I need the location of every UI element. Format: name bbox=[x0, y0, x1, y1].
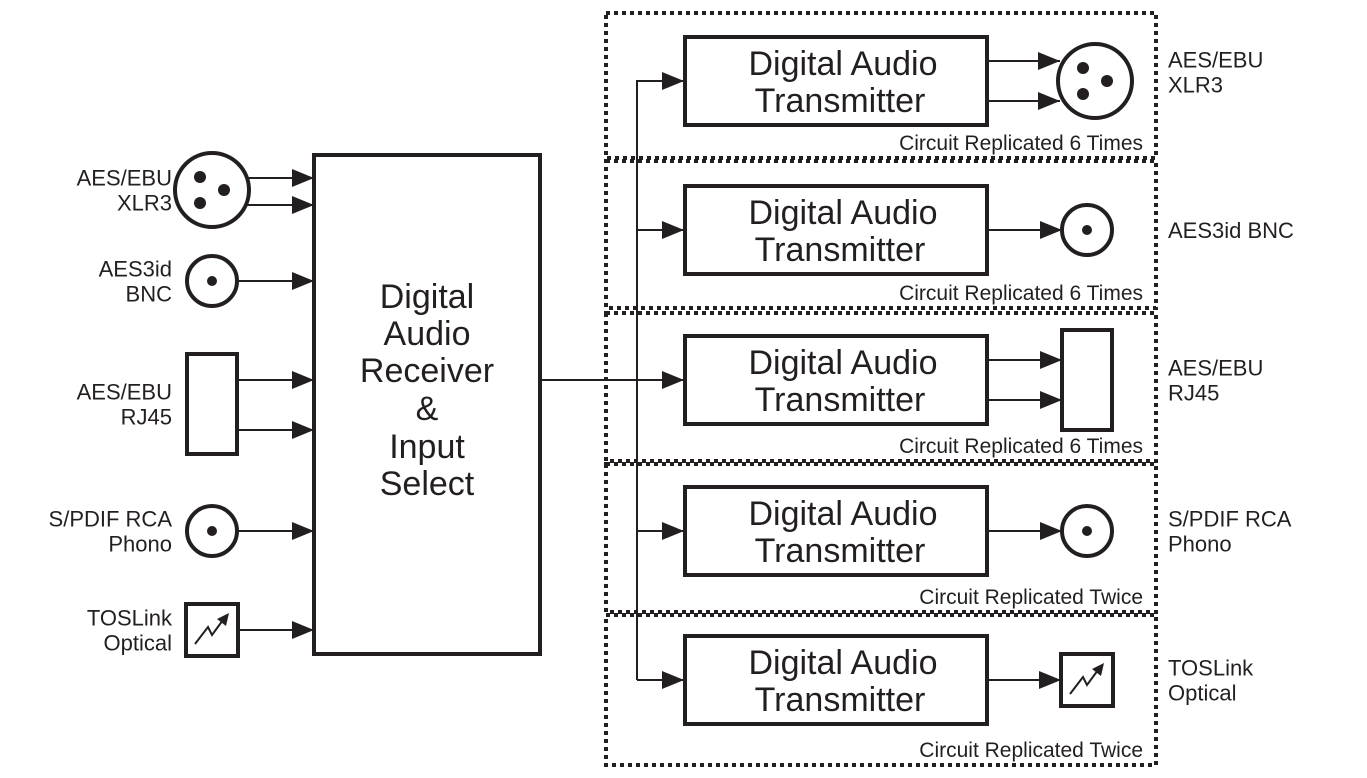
transmitter-line: Transmitter bbox=[755, 82, 926, 120]
output-label: XLR3 bbox=[1168, 73, 1223, 98]
receiver-line: Audio bbox=[384, 315, 471, 353]
output-label: Phono bbox=[1168, 532, 1232, 557]
transmitter-line: Transmitter bbox=[755, 681, 926, 719]
transmitter-line: Transmitter bbox=[755, 381, 926, 419]
receiver-line: Select bbox=[380, 465, 475, 503]
input-label: AES/EBU bbox=[77, 380, 172, 405]
receiver-line: Receiver bbox=[360, 352, 494, 390]
input-label: BNC bbox=[126, 282, 173, 307]
transmitter-line: Digital Audio bbox=[748, 45, 937, 83]
transmitter-line: Transmitter bbox=[755, 532, 926, 570]
rj45-connector-icon bbox=[1060, 328, 1114, 432]
transmitter-line: Digital Audio bbox=[748, 644, 937, 682]
replication-boundary bbox=[604, 311, 1158, 463]
transmitter-line: Digital Audio bbox=[748, 194, 937, 232]
input-label: Optical bbox=[104, 631, 172, 656]
receiver-block: Digital Audio Receiver & Input Select bbox=[312, 153, 542, 656]
input-label: RJ45 bbox=[121, 405, 172, 430]
replication-boundary bbox=[604, 159, 1158, 310]
replication-boundary bbox=[604, 613, 1158, 767]
transmitter-line: Digital Audio bbox=[748, 495, 937, 533]
input-label: XLR3 bbox=[117, 191, 172, 216]
xlr3-connector-icon bbox=[1056, 42, 1134, 120]
replication-caption: Circuit Replicated 6 Times bbox=[899, 132, 1143, 155]
input-label: AES/EBU bbox=[77, 166, 172, 191]
transmitter-line: Digital Audio bbox=[748, 344, 937, 382]
xlr3-connector-icon bbox=[173, 151, 251, 229]
output-label: AES/EBU bbox=[1168, 356, 1263, 381]
replication-caption: Circuit Replicated Twice bbox=[919, 739, 1143, 762]
input-label: S/PDIF RCA bbox=[49, 507, 173, 532]
bnc-connector-icon bbox=[185, 254, 239, 308]
input-label: AES3id bbox=[99, 257, 172, 282]
output-label: RJ45 bbox=[1168, 381, 1219, 406]
toslink-connector-icon bbox=[184, 602, 240, 658]
replication-caption: Circuit Replicated 6 Times bbox=[899, 435, 1143, 458]
output-label: S/PDIF RCA bbox=[1168, 507, 1292, 532]
output-label: TOSLink bbox=[1168, 656, 1254, 681]
rca-connector-icon bbox=[1060, 504, 1114, 558]
input-label: TOSLink bbox=[87, 606, 173, 631]
receiver-line: Input bbox=[389, 428, 465, 466]
replication-caption: Circuit Replicated Twice bbox=[919, 586, 1143, 609]
rca-connector-icon bbox=[185, 504, 239, 558]
transmitter-line: Transmitter bbox=[755, 231, 926, 269]
bnc-connector-icon bbox=[1060, 203, 1114, 257]
output-label: AES/EBU bbox=[1168, 48, 1263, 73]
output-label: AES3id BNC bbox=[1168, 218, 1294, 243]
receiver-line: Digital bbox=[380, 278, 474, 316]
input-label: Phono bbox=[108, 532, 172, 557]
toslink-connector-icon bbox=[1059, 652, 1115, 708]
replication-caption: Circuit Replicated 6 Times bbox=[899, 282, 1143, 305]
output-label: Optical bbox=[1168, 681, 1236, 706]
rj45-connector-icon bbox=[185, 352, 239, 456]
receiver-line: & bbox=[416, 390, 439, 428]
replication-boundary bbox=[604, 11, 1158, 160]
replication-boundary bbox=[604, 462, 1158, 614]
